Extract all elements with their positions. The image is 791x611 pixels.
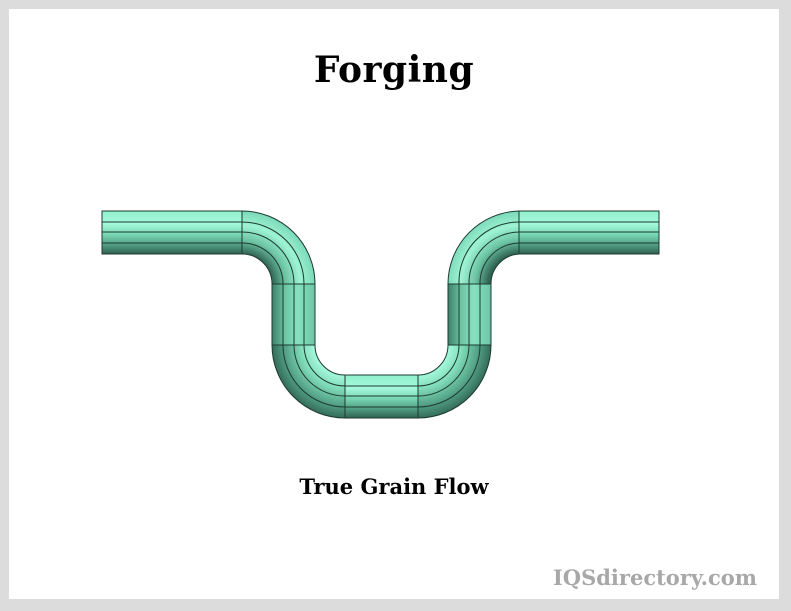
watermark-logo: IQSdirectory.com [552, 565, 757, 590]
bottom-right-bend [417, 344, 492, 419]
forged-bar [101, 210, 660, 419]
figure-caption: True Grain Flow [299, 474, 489, 499]
grain-flow-lines [102, 221, 659, 408]
figure-title: Forging [313, 49, 475, 91]
bottom-left-bend [271, 344, 346, 419]
figure-panel: Forging True Grain Flow IQSdirectory.com [9, 9, 779, 599]
